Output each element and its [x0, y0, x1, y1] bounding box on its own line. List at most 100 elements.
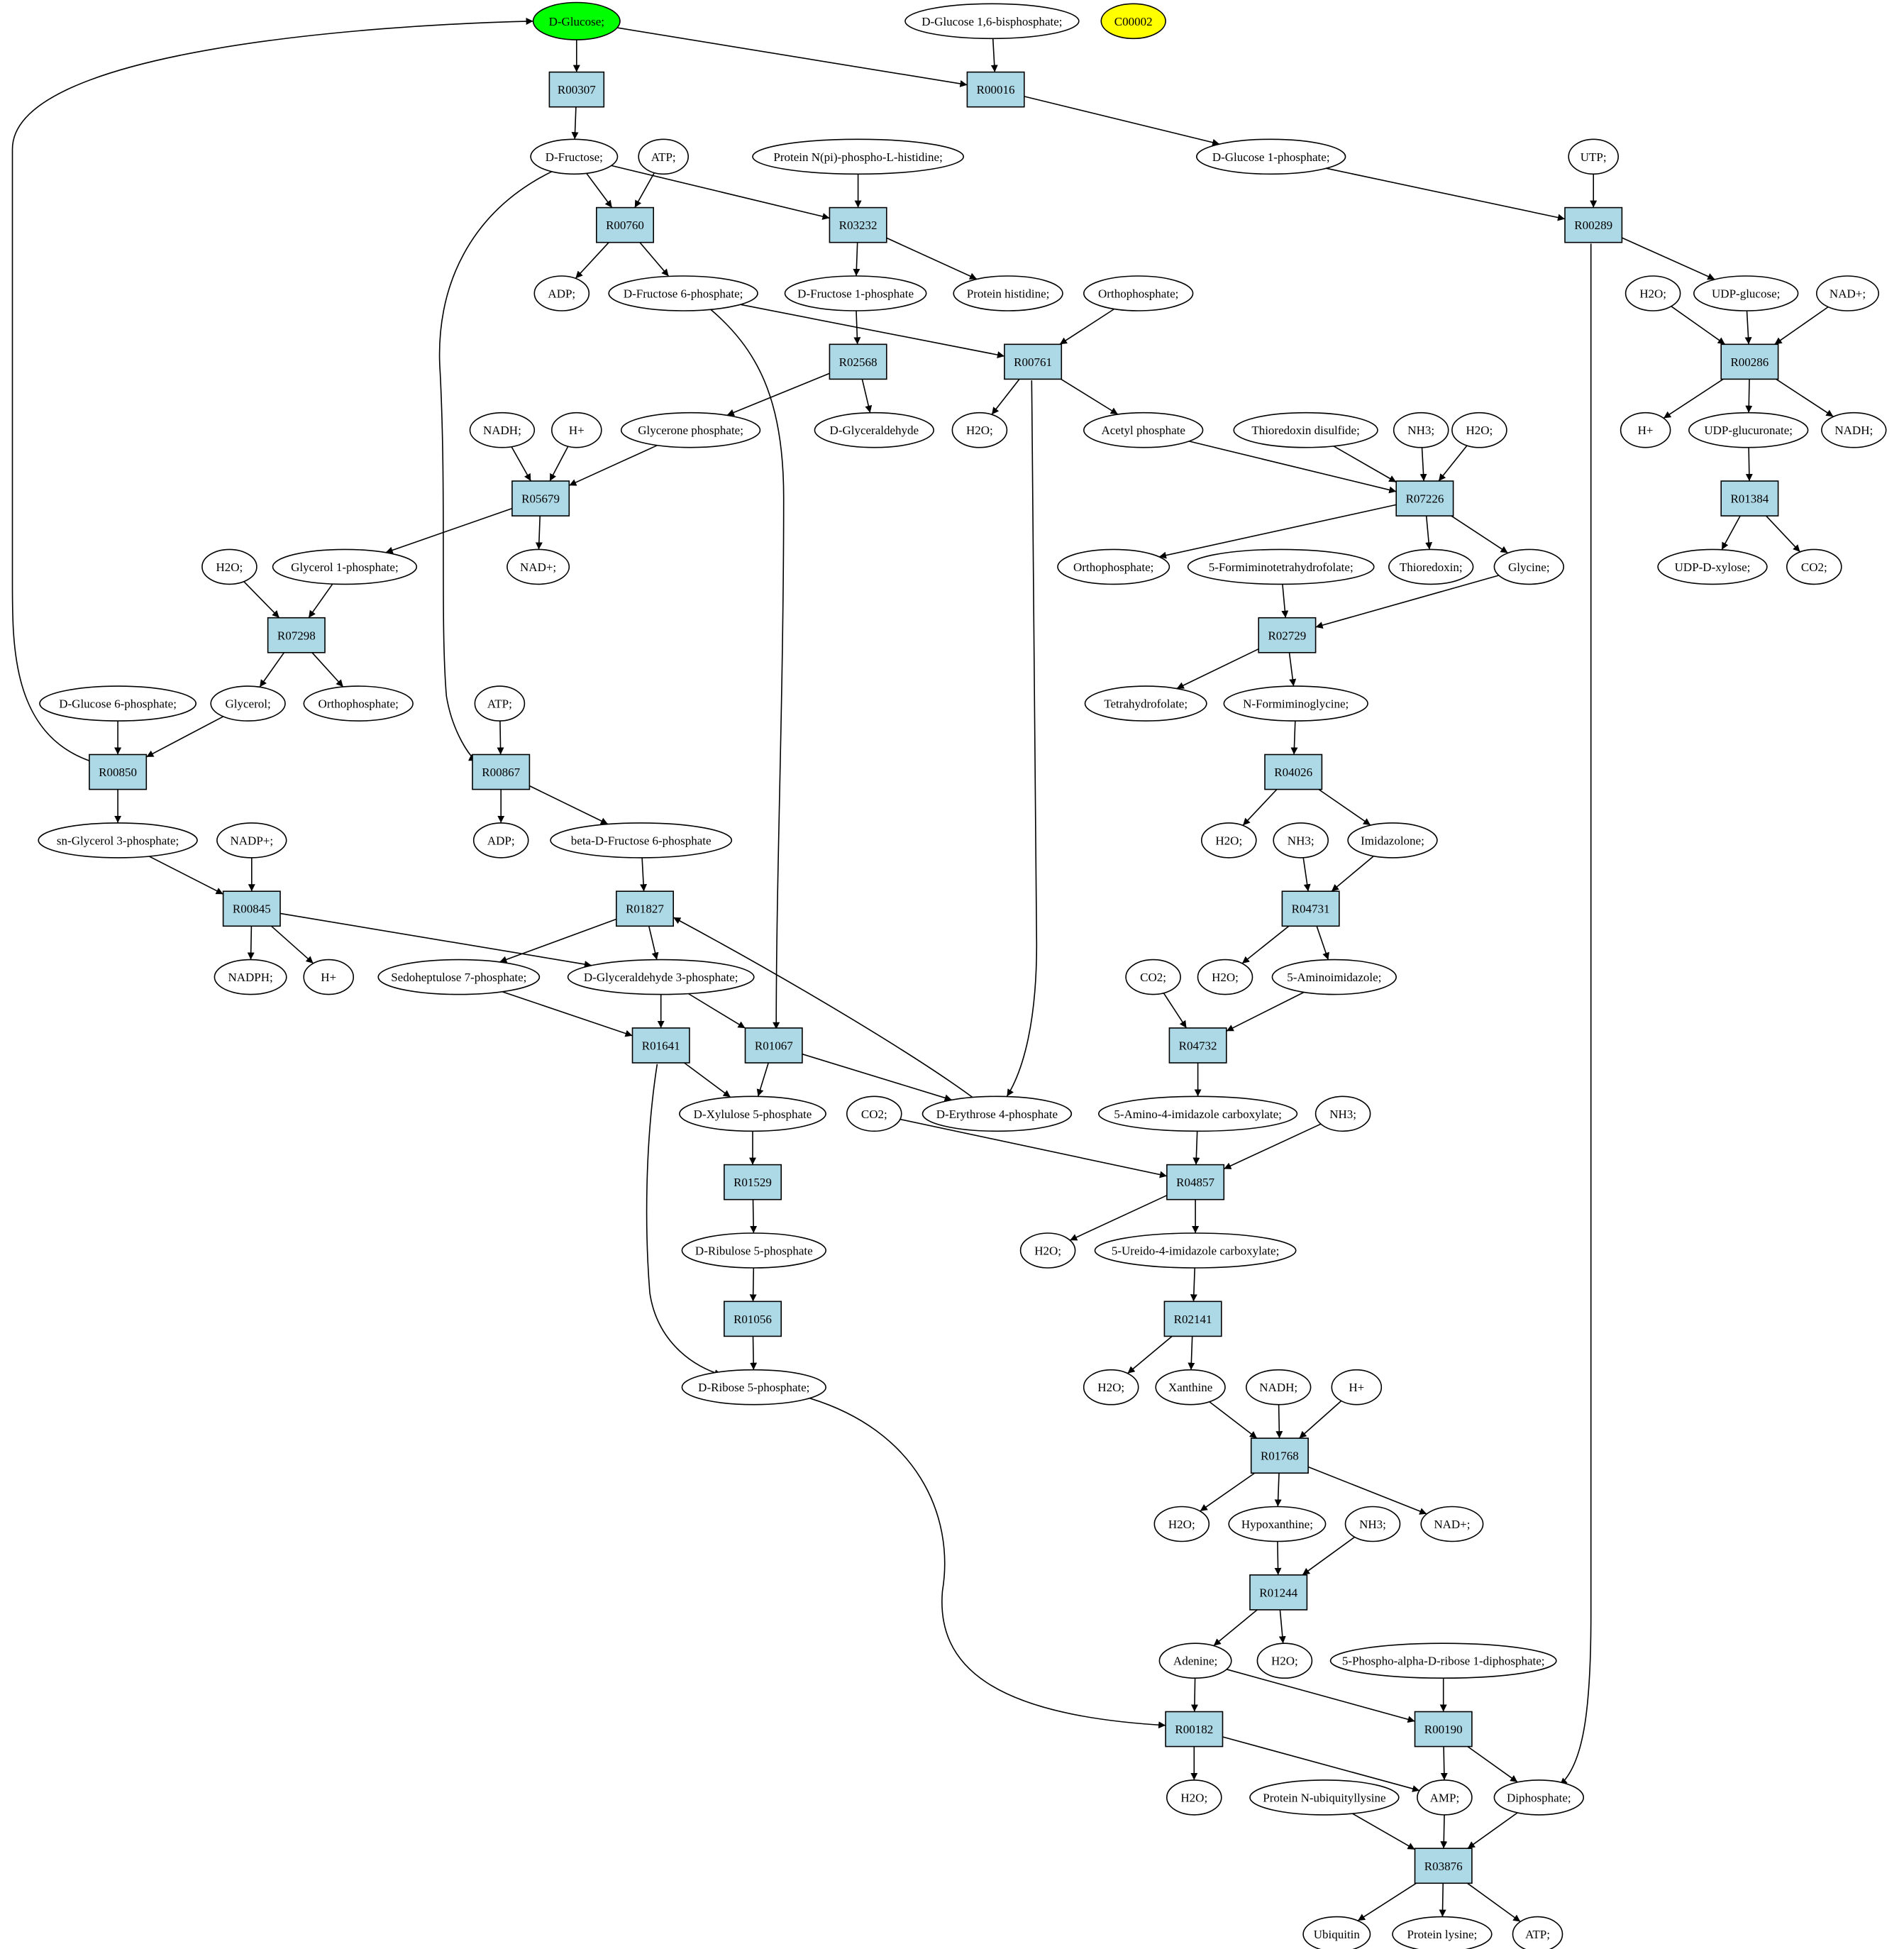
metabolite-node-glc16bp[interactable]: D-Glucose 1,6-bisphosphate; — [904, 3, 1080, 40]
metabolite-node-nh3_d[interactable]: NH3; — [1344, 1506, 1401, 1542]
metabolite-node-nh3_a[interactable]: NH3; — [1393, 412, 1449, 448]
metabolite-node-gly1p[interactable]: Glycerol 1-phosphate; — [272, 548, 418, 585]
reaction-node-R00016[interactable]: R00016 — [966, 71, 1025, 108]
reaction-node-R01384[interactable]: R01384 — [1720, 480, 1779, 517]
metabolite-node-atp2[interactable]: ATP; — [474, 685, 526, 722]
metabolite-node-glc1p[interactable]: D-Glucose 1-phosphate; — [1195, 138, 1346, 175]
metabolite-node-nadp_b[interactable]: NAD+; — [507, 548, 570, 585]
metabolite-node-h2o_e[interactable]: H2O; — [1201, 822, 1257, 858]
metabolite-node-amp[interactable]: AMP; — [1417, 1779, 1473, 1816]
metabolite-node-udpxyl[interactable]: UDP-D-xylose; — [1657, 548, 1768, 585]
reaction-node-R00760[interactable]: R00760 — [595, 206, 654, 243]
reaction-node-R02568[interactable]: R02568 — [829, 343, 887, 380]
metabolite-node-nfgly[interactable]: N-Formiminoglycine; — [1223, 685, 1368, 722]
metabolite-node-h2o_f[interactable]: H2O; — [1197, 959, 1253, 995]
reaction-node-R07298[interactable]: R07298 — [267, 617, 326, 653]
reaction-node-R00190[interactable]: R00190 — [1414, 1711, 1473, 1748]
metabolite-node-glc[interactable]: D-Glucose; — [532, 1, 621, 40]
metabolite-node-h2o_h[interactable]: H2O; — [1083, 1369, 1139, 1406]
metabolite-node-hyp[interactable]: Hypoxanthine; — [1228, 1506, 1327, 1542]
metabolite-node-ru5p[interactable]: D-Ribulose 5-phosphate — [681, 1232, 827, 1269]
metabolite-node-e4p[interactable]: D-Erythrose 4-phosphate — [921, 1095, 1073, 1132]
metabolite-node-pi3[interactable]: Orthophosphate; — [303, 685, 414, 722]
metabolite-node-pi1[interactable]: Orthophosphate; — [1083, 275, 1194, 311]
metabolite-node-h2o_a[interactable]: H2O; — [1625, 275, 1681, 311]
reaction-node-R00286[interactable]: R00286 — [1720, 343, 1779, 380]
metabolite-node-hplus2[interactable]: H+ — [1620, 412, 1671, 448]
metabolite-node-udpglc[interactable]: UDP-glucose; — [1693, 275, 1799, 311]
reaction-node-R00845[interactable]: R00845 — [222, 890, 281, 927]
reaction-node-R00307[interactable]: R00307 — [548, 71, 605, 108]
metabolite-node-f6p[interactable]: D-Fructose 6-phosphate; — [608, 275, 758, 311]
metabolite-node-udpgluc[interactable]: UDP-glucuronate; — [1688, 412, 1809, 448]
metabolite-node-aimid[interactable]: 5-Aminoimidazole; — [1271, 959, 1397, 995]
reaction-node-R07226[interactable]: R07226 — [1395, 480, 1454, 517]
metabolite-node-pi2[interactable]: Orthophosphate; — [1057, 548, 1170, 585]
metabolite-node-co2_c[interactable]: CO2; — [846, 1095, 902, 1132]
metabolite-node-hplus4[interactable]: H+ — [1331, 1369, 1383, 1406]
metabolite-node-acp[interactable]: Acetyl phosphate — [1083, 412, 1204, 448]
metabolite-node-atp3[interactable]: ATP; — [1512, 1916, 1563, 1949]
metabolite-node-nadh1[interactable]: NADH; — [469, 412, 536, 448]
reaction-node-R04731[interactable]: R04731 — [1281, 890, 1340, 927]
metabolite-node-imid[interactable]: Imidazolone; — [1347, 822, 1438, 858]
metabolite-node-r5p[interactable]: D-Ribose 5-phosphate; — [681, 1369, 827, 1406]
metabolite-node-nh3_b[interactable]: NH3; — [1273, 822, 1329, 858]
metabolite-node-protlys[interactable]: Protein lysine; — [1392, 1916, 1493, 1949]
metabolite-node-ade[interactable]: Adenine; — [1158, 1642, 1232, 1679]
metabolite-node-h2o_c[interactable]: H2O; — [1451, 412, 1507, 448]
metabolite-node-nadp_c[interactable]: NAD+; — [1420, 1506, 1484, 1542]
metabolite-node-glycine[interactable]: Glycine; — [1493, 548, 1565, 585]
metabolite-node-protnpi[interactable]: Protein N(pi)-phospho-L-histidine; — [752, 138, 965, 175]
metabolite-node-uicarb[interactable]: 5-Ureido-4-imidazole carboxylate; — [1094, 1232, 1297, 1269]
metabolite-node-aicarb[interactable]: 5-Amino-4-imidazole carboxylate; — [1097, 1095, 1298, 1132]
metabolite-node-dhap[interactable]: Glycerone phosphate; — [620, 412, 761, 448]
metabolite-node-c00002[interactable]: C00002 — [1100, 3, 1166, 40]
metabolite-node-co2_a[interactable]: CO2; — [1786, 548, 1842, 585]
reaction-node-R01641[interactable]: R01641 — [631, 1027, 690, 1064]
reaction-node-R01056[interactable]: R01056 — [723, 1301, 782, 1337]
reaction-node-R00867[interactable]: R00867 — [472, 753, 531, 790]
reaction-node-R01529[interactable]: R01529 — [723, 1164, 782, 1200]
metabolite-node-h2o_d[interactable]: H2O; — [201, 548, 258, 585]
reaction-node-R02729[interactable]: R02729 — [1258, 617, 1317, 653]
reaction-node-R00850[interactable]: R00850 — [89, 753, 148, 790]
metabolite-node-xu5p[interactable]: D-Xylulose 5-phosphate — [679, 1095, 826, 1132]
reaction-node-R00289[interactable]: R00289 — [1564, 206, 1623, 243]
metabolite-node-fru[interactable]: D-Fructose; — [530, 138, 619, 175]
reaction-node-R01244[interactable]: R01244 — [1249, 1574, 1308, 1611]
reaction-node-R03232[interactable]: R03232 — [829, 206, 887, 243]
reaction-node-R02141[interactable]: R02141 — [1163, 1301, 1222, 1337]
metabolite-node-glyald[interactable]: D-Glyceraldehyde — [814, 412, 935, 448]
metabolite-node-nh3_c[interactable]: NH3; — [1314, 1095, 1371, 1132]
reaction-node-R04732[interactable]: R04732 — [1168, 1027, 1227, 1064]
metabolite-node-xan[interactable]: Xanthine — [1155, 1369, 1226, 1406]
metabolite-node-thf[interactable]: Tetrahydrofolate; — [1084, 685, 1207, 722]
metabolite-node-co2_b[interactable]: CO2; — [1125, 959, 1181, 995]
metabolite-node-nadp_a[interactable]: NAD+; — [1816, 275, 1880, 311]
metabolite-node-h2o_g[interactable]: H2O; — [1019, 1232, 1076, 1269]
metabolite-node-trxss[interactable]: Thioredoxin disulfide; — [1233, 412, 1378, 448]
reaction-node-R04857[interactable]: R04857 — [1166, 1164, 1225, 1200]
metabolite-node-prpp[interactable]: 5-Phospho-alpha-D-ribose 1-diphosphate; — [1329, 1642, 1557, 1679]
metabolite-node-trx[interactable]: Thioredoxin; — [1388, 548, 1474, 585]
metabolite-node-gap[interactable]: D-Glyceraldehyde 3-phosphate; — [567, 959, 755, 995]
metabolite-node-glycerol[interactable]: Glycerol; — [210, 685, 286, 722]
metabolite-node-f1p[interactable]: D-Fructose 1-phosphate — [784, 275, 927, 311]
metabolite-node-nadh3[interactable]: NADH; — [1245, 1369, 1312, 1406]
metabolite-node-nadpp[interactable]: NADP+; — [216, 822, 287, 858]
metabolite-node-ubq[interactable]: Ubiquitin — [1302, 1916, 1371, 1949]
metabolite-node-h2o_i[interactable]: H2O; — [1153, 1506, 1210, 1542]
metabolite-node-bf6p[interactable]: beta-D-Fructose 6-phosphate — [550, 822, 733, 858]
reaction-node-R04026[interactable]: R04026 — [1264, 753, 1323, 790]
metabolite-node-nadh2[interactable]: NADH; — [1821, 412, 1887, 448]
reaction-node-R00761[interactable]: R00761 — [1004, 343, 1063, 380]
reaction-node-R01827[interactable]: R01827 — [615, 890, 674, 927]
metabolite-node-g6p[interactable]: D-Glucose 6-phosphate; — [39, 685, 197, 722]
metabolite-node-nadph[interactable]: NADPH; — [214, 959, 287, 995]
metabolite-node-hplus1[interactable]: H+ — [550, 412, 602, 448]
metabolite-node-h2o_b[interactable]: H2O; — [951, 412, 1008, 448]
metabolite-node-atp1[interactable]: ATP; — [638, 138, 690, 175]
metabolite-node-utp[interactable]: UTP; — [1568, 138, 1619, 175]
metabolite-node-fthf[interactable]: 5-Formiminotetrahydrofolate; — [1187, 548, 1375, 585]
